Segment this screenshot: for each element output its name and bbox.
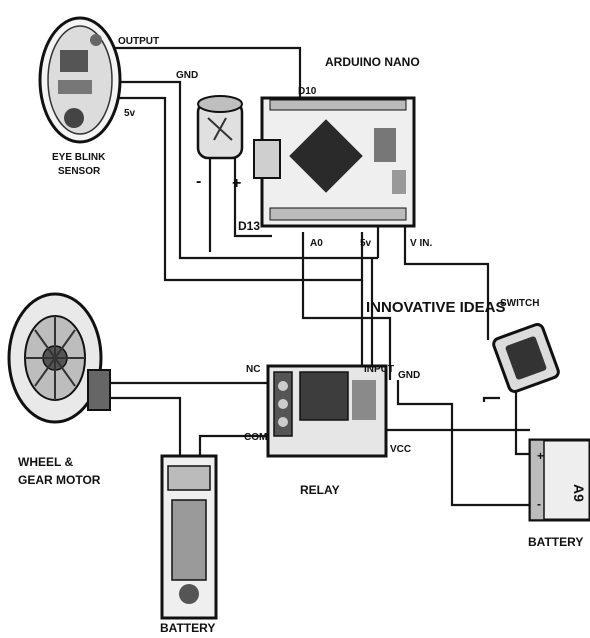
nano-bottom-pins (269, 207, 407, 221)
motor-gearbox (87, 369, 111, 411)
labels: OUTPUT GND 5v EYE BLINK SENSOR ARDUINO N… (18, 36, 583, 635)
nano-regulator (374, 128, 396, 162)
switch-rocker (505, 336, 547, 380)
buzzer-top (197, 95, 243, 113)
label-5v-nano: 5v (360, 238, 372, 249)
gear-motor (7, 292, 111, 424)
wire-gnd-battery (396, 380, 530, 507)
sensor-header (58, 80, 92, 94)
relay-circuit (352, 380, 376, 420)
wire-switch-battery (514, 392, 530, 456)
wheel-spokes (25, 316, 85, 400)
label-5v-sensor: 5v (124, 108, 136, 119)
watermark-text: INNOVATIVE IDEAS (366, 299, 505, 316)
battery-motor-cap (179, 584, 199, 604)
arduino-nano (253, 96, 416, 228)
relay-screw-1 (278, 381, 288, 391)
wire-motor-battery (105, 396, 182, 456)
wire-output-d10 (112, 46, 302, 98)
label-a0: A0 (310, 238, 323, 249)
label-d10: D10 (298, 86, 317, 97)
wire-a0-input (301, 232, 392, 380)
buzzer (196, 95, 244, 160)
label-gnd-sensor: GND (176, 70, 198, 81)
wire-vin-switch (403, 222, 490, 340)
relay-screw-2 (278, 399, 288, 409)
label-motor-line1: WHEEL & (18, 455, 73, 469)
label-d13: D13 (238, 219, 260, 233)
wire-switch-stub (482, 396, 500, 402)
label-nc: NC (246, 364, 260, 375)
label-arduino: ARDUINO NANO (325, 55, 420, 69)
battery-motor-label (171, 499, 207, 581)
label-input: INPUT (364, 364, 394, 375)
battery-minus-sign: - (537, 497, 541, 511)
relay-module (266, 364, 388, 458)
nano-bottom-header (269, 207, 407, 221)
sensor-chip (60, 50, 88, 72)
label-battery-motor: BATTERY (160, 621, 215, 635)
label-buzzer-minus: - (196, 173, 201, 190)
label-sensor-line2: SENSOR (58, 166, 101, 177)
label-com: COM (244, 432, 267, 443)
nano-crystal (392, 170, 406, 194)
label-gnd-relay: GND (398, 370, 420, 381)
label-motor-line2: GEAR MOTOR (18, 473, 101, 487)
label-vcc: VCC (390, 444, 411, 455)
battery-plus-sign: + (537, 449, 544, 463)
nano-usb-port (253, 139, 281, 179)
wires (105, 46, 530, 507)
label-switch: SWITCH (500, 298, 539, 309)
label-relay: RELAY (300, 483, 340, 497)
buzzer-marking (207, 117, 233, 141)
battery-mark: A9 (571, 484, 587, 502)
wire-sensor-5v (112, 96, 364, 282)
wire-com-battery2 (198, 434, 268, 456)
label-buzzer-plus: + (232, 175, 241, 192)
wire-buzzer-plus (233, 158, 272, 238)
sensor-pot (90, 34, 102, 46)
nano-top-pins (269, 99, 407, 111)
battery-main-cap (529, 439, 545, 521)
relay-switch-cube (299, 371, 349, 421)
label-sensor-line1: EYE BLINK (52, 152, 106, 163)
battery-main: A9 + - (528, 438, 590, 522)
label-output: OUTPUT (118, 36, 159, 47)
relay-screw-3 (278, 417, 288, 427)
battery-motor (160, 454, 218, 620)
wire-sensor-gnd (118, 80, 378, 260)
label-battery-main: BATTERY (528, 535, 583, 549)
battery-motor-top (167, 465, 211, 491)
nano-chip (289, 119, 363, 193)
eye-blink-sensor (38, 16, 122, 144)
sensor-led (64, 108, 84, 128)
label-vin: V IN. (410, 238, 432, 249)
nano-top-header (269, 99, 407, 111)
rocker-switch (492, 322, 560, 394)
